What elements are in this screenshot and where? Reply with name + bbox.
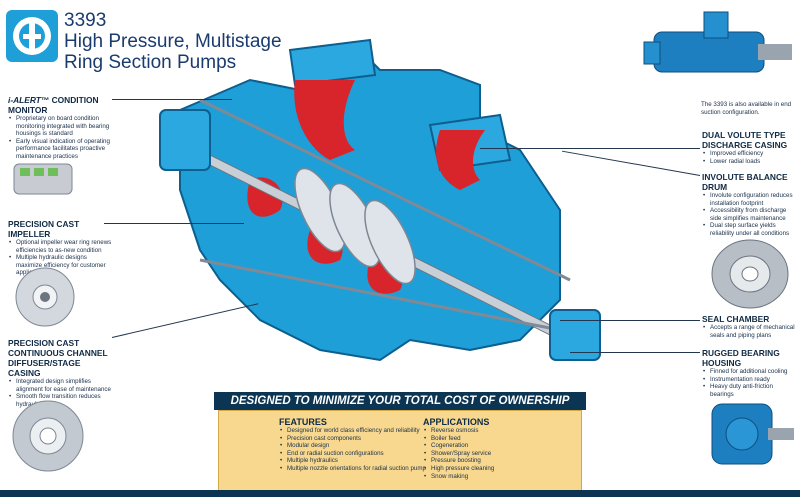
- tie-rod-lower: [199, 258, 561, 332]
- list-item: Designed for world class efficiency and …: [280, 427, 429, 435]
- diffuser-photo-icon: [12, 400, 84, 472]
- suction-passage: [294, 80, 355, 160]
- callout-balance-drum: INVOLUTE BALANCE DRUM Involute configura…: [702, 172, 798, 238]
- discharge-passage: [436, 130, 485, 190]
- list-item: Early visual indication of operating per…: [9, 138, 112, 161]
- leader-volute: [480, 148, 700, 149]
- bottom-bar: [0, 490, 800, 497]
- applications-list: Reverse osmosis Boiler feed Cogeneration…: [423, 427, 573, 480]
- callout-bearing-housing-bullets: Finned for additional cooling Instrument…: [702, 368, 798, 398]
- leader-bearing: [570, 352, 700, 353]
- list-item: Multiple nozzle orientations for radial …: [280, 465, 429, 473]
- list-item: Finned for additional cooling: [703, 368, 798, 376]
- features-section: FEATURES Designed for world class effici…: [279, 417, 429, 473]
- callout-volute-title: DUAL VOLUTE TYPE DISCHARGE CASING: [702, 130, 788, 150]
- list-item: Proprietary on board condition monitorin…: [9, 115, 112, 138]
- features-applications-panel: FEATURES Designed for world class effici…: [218, 410, 582, 494]
- list-item: End or radial suction configurations: [280, 450, 429, 458]
- title-line-2: Ring Section Pumps: [64, 52, 237, 73]
- list-item: Accepts a range of mechanical seals and …: [703, 324, 798, 339]
- callout-diffuser-title: PRECISION CAST CONTINUOUS CHANNEL DIFFUS…: [8, 338, 108, 378]
- list-item: Snow making: [424, 473, 573, 481]
- features-list: Designed for world class efficiency and …: [279, 427, 429, 473]
- list-item: Shower/Spray service: [424, 450, 573, 458]
- leader-impeller: [104, 223, 244, 224]
- callout-impeller-title: PRECISION CAST IMPELLER: [8, 219, 80, 239]
- leader-seal: [560, 320, 700, 321]
- list-item: Lower radial loads: [703, 158, 798, 166]
- list-item: Reverse osmosis: [424, 427, 573, 435]
- end-suction-pump-photo-icon: [643, 11, 792, 73]
- tie-rod-upper: [199, 98, 571, 282]
- condition-monitor-device-icon: [13, 163, 73, 195]
- pump-cutaway-illustration: [159, 38, 601, 362]
- bearing-housing-photo-icon: [711, 403, 794, 465]
- list-item: Boiler feed: [424, 435, 573, 443]
- list-item: Accessibility from discharge side simpli…: [703, 207, 798, 222]
- end-suction-note: The 3393 is also available in end suctio…: [701, 101, 792, 116]
- balance-drum-photo-icon: [711, 239, 789, 309]
- model-number: 3393: [64, 10, 107, 31]
- list-item: Pressure boosting: [424, 457, 573, 465]
- callout-seal-chamber-title: SEAL CHAMBER: [702, 314, 770, 324]
- callout-seal-chamber-bullets: Accepts a range of mechanical seals and …: [702, 324, 798, 339]
- list-item: Heavy duty anti-friction bearings: [703, 383, 798, 398]
- page-title: 3393 High Pressure, Multistage Ring Sect…: [64, 10, 282, 73]
- applications-section: APPLICATIONS Reverse osmosis Boiler feed…: [423, 417, 573, 480]
- inboard-bearing-housing: [159, 109, 211, 171]
- leader-ialert: [112, 99, 232, 100]
- list-item: Instrumentation ready: [703, 376, 798, 384]
- title-line-1: High Pressure, Multistage: [64, 31, 282, 52]
- tco-banner: DESIGNED TO MINIMIZE YOUR TOTAL COST OF …: [214, 392, 586, 410]
- suction-nozzle: [288, 38, 377, 87]
- callout-seal-chamber: SEAL CHAMBER Accepts a range of mechanic…: [702, 314, 798, 339]
- features-title: FEATURES: [279, 417, 327, 427]
- callout-bearing-housing: RUGGED BEARING HOUSING Finned for additi…: [702, 348, 798, 398]
- callout-balance-drum-bullets: Involute configuration reduces installat…: [702, 192, 798, 238]
- list-item: Dual step surface yields reliability und…: [703, 222, 798, 237]
- callout-balance-drum-title: INVOLUTE BALANCE DRUM: [702, 172, 788, 192]
- applications-title: APPLICATIONS: [423, 417, 490, 427]
- company-logo: [6, 10, 58, 62]
- logo-mark-icon: [13, 17, 51, 55]
- impeller-photo-icon: [15, 267, 75, 327]
- list-item: Cogeneration: [424, 442, 573, 450]
- list-item: High pressure cleaning: [424, 465, 573, 473]
- callout-volute-bullets: Improved efficiency Lower radial loads: [702, 150, 798, 165]
- callout-ialert-title: i-ALERT™ CONDITION MONITOR: [8, 95, 99, 115]
- list-item: Involute configuration reduces installat…: [703, 192, 798, 207]
- list-item: Integrated design simplifies alignment f…: [9, 378, 112, 393]
- list-item: Modular design: [280, 442, 429, 450]
- list-item: Multiple hydraulics: [280, 457, 429, 465]
- callout-bearing-housing-title: RUGGED BEARING HOUSING: [702, 348, 780, 368]
- list-item: Improved efficiency: [703, 150, 798, 158]
- callout-ialert-bullets: Proprietary on board condition monitorin…: [8, 115, 112, 161]
- callout-ialert: i-ALERT™ CONDITION MONITOR Proprietary o…: [8, 95, 112, 161]
- callout-volute: DUAL VOLUTE TYPE DISCHARGE CASING Improv…: [702, 130, 798, 165]
- list-item: Optional impeller wear ring renews effic…: [9, 239, 112, 254]
- list-item: Precision cast components: [280, 435, 429, 443]
- outboard-bearing-housing: [549, 309, 601, 361]
- impeller-3: [364, 199, 416, 285]
